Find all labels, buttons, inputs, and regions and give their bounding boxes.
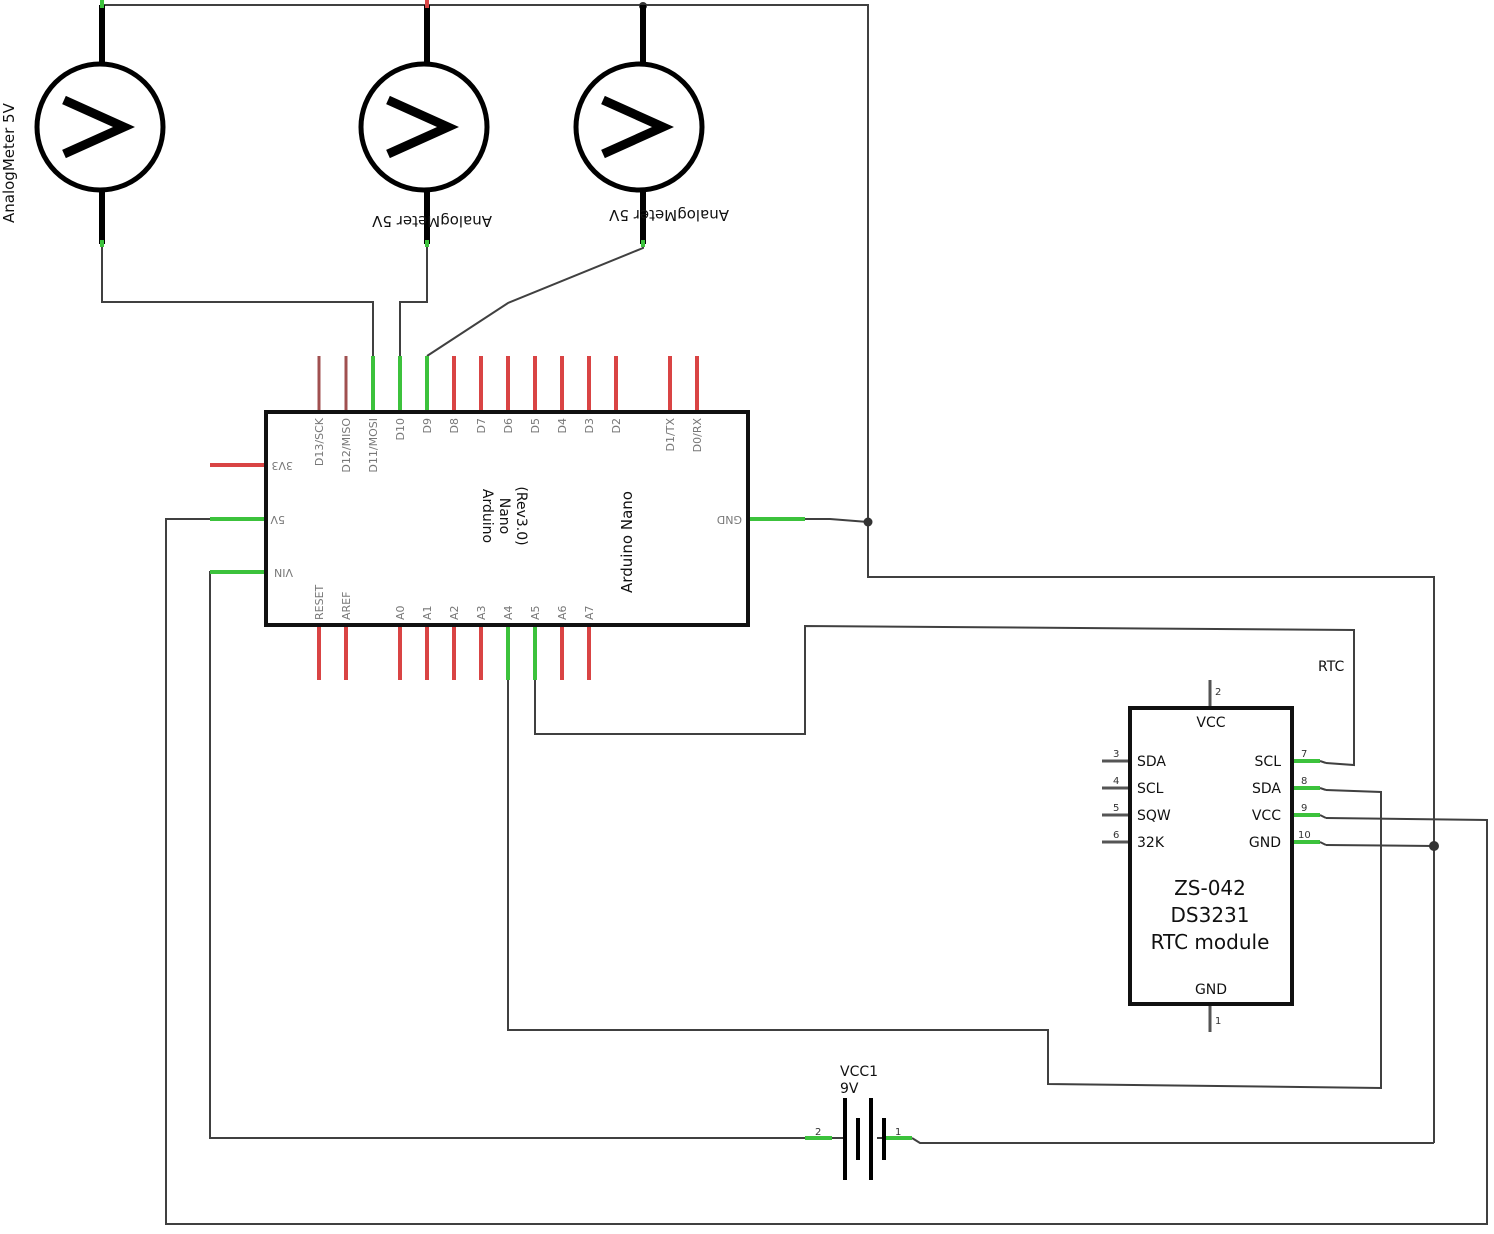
pin-vin: VIN [274,566,293,579]
pin-d5: D5 [529,418,542,433]
arduino-name: Arduino Nano [618,491,636,593]
pin-d0: D0/RX [691,418,704,453]
rtc-pin-sda-right: SDA [1252,781,1281,797]
wire-gnd-right-bus [867,522,1435,1143]
rtc-pin-num-10: 10 [1298,830,1311,841]
rtc-pin-sqw: SQW [1137,808,1171,824]
pin-d2: D2 [610,418,623,433]
pin-reset: RESET [313,584,326,620]
arduino-part-line2: Nano [496,498,512,535]
wire-a4-sda [507,680,1382,1090]
rtc-pin-num-4: 4 [1113,776,1119,787]
pin-d7: D7 [475,418,488,433]
battery-pin-right: 1 [895,1127,901,1138]
pin-d10: D10 [394,418,407,440]
rtc-pin-num-6: 6 [1113,830,1119,841]
pin-a0: A0 [394,605,407,620]
voltmeter-v-icon [386,95,459,159]
meter1-label: AnalogMeter 5V [0,102,18,223]
wire-rtc-gnd [1325,844,1435,847]
wire-meter1-d11 [101,244,374,356]
rtc-pin-gnd-right: GND [1249,835,1281,851]
pin-aref: AREF [340,592,353,620]
rtc-body [1128,706,1294,1006]
rtc-label: RTC [1318,659,1344,675]
rtc-pin-num-9: 9 [1301,803,1307,814]
wire-meter2-d10 [399,244,428,356]
pin-a2: A2 [448,605,461,620]
pin-a1: A1 [421,605,434,620]
pin-d4: D4 [556,418,569,433]
meter3-label: AnalogMeter 5V [608,206,729,224]
rtc-pin-num-7: 7 [1301,749,1307,760]
meter2-label: AnalogMeter 5V [371,212,492,230]
pin-a5: A5 [529,605,542,620]
rtc-pin-num-5: 5 [1113,803,1119,814]
rtc-pin-sda-left: SDA [1137,754,1166,770]
wire-a5-scl [534,624,1355,767]
wire-battery-1 [911,1137,1434,1144]
pin-d9: D9 [421,418,434,433]
rtc-title-line2: DS3231 [1171,903,1250,927]
battery-9v[interactable]: VCC1 9V 2 1 [805,1064,912,1180]
rtc-module[interactable]: RTC 2 1 VCC GND 3 SDA 4 SCL 5 SQW 6 32K … [1102,659,1344,1032]
junction-gnd-bus [863,517,873,527]
pin-3v3: 3V3 [271,459,293,472]
analog-meter-1[interactable]: AnalogMeter 5V [0,0,166,247]
wire-meter-top-bus [102,4,869,522]
pin-a6: A6 [556,605,569,620]
pin-d11: D11/MOSI [367,418,380,473]
rtc-pin-num-bottom: 1 [1215,1016,1221,1027]
rtc-title-line1: ZS-042 [1174,876,1246,900]
rtc-gnd-bottom: GND [1195,982,1227,998]
pin-d13: D13/SCK [313,417,326,466]
analog-meter-2[interactable]: AnalogMeter 5V [358,0,492,247]
rtc-pin-num-top: 2 [1215,687,1221,698]
pin-a4: A4 [502,605,515,620]
battery-name: VCC1 [840,1064,878,1080]
pin-d6: D6 [502,418,515,433]
arduino-part-line3: (Rev3.0) [513,486,529,545]
arduino-body [264,410,750,627]
arduino-part-line1: Arduino [479,489,495,543]
wire-5v [165,518,1488,1225]
analog-meter-3[interactable]: AnalogMeter 5V [573,5,729,247]
rtc-pin-num-8: 8 [1301,776,1307,787]
pin-d8: D8 [448,418,461,433]
arduino-nano[interactable]: D13/SCK D12/MISO D11/MOSI D10 D9 D8 D7 D… [210,356,805,680]
battery-voltage: 9V [840,1081,859,1097]
junction-rtc-gnd [1429,841,1439,851]
wire-meter3-d9 [426,244,644,357]
rtc-vcc-top: VCC [1196,715,1225,731]
pin-d12: D12/MISO [340,418,353,473]
battery-pin-left: 2 [815,1127,821,1138]
rtc-pin-scl-right: SCL [1255,754,1282,770]
wire-gnd [805,518,869,523]
rtc-pin-vcc-right: VCC [1252,808,1281,824]
pin-5v: 5V [270,513,285,526]
pin-gnd: GND [717,513,742,526]
pin-a3: A3 [475,605,488,620]
pin-d1: D1/TX [664,418,677,452]
voltmeter-v-icon [601,95,674,159]
rtc-pin-scl-left: SCL [1137,781,1164,797]
pin-a7: A7 [583,605,596,620]
pin-d3: D3 [583,418,596,433]
rtc-pin-32k: 32K [1137,835,1165,851]
voltmeter-v-icon [62,95,135,159]
rtc-title-line3: RTC module [1151,930,1270,954]
rtc-pin-num-3: 3 [1113,749,1119,760]
